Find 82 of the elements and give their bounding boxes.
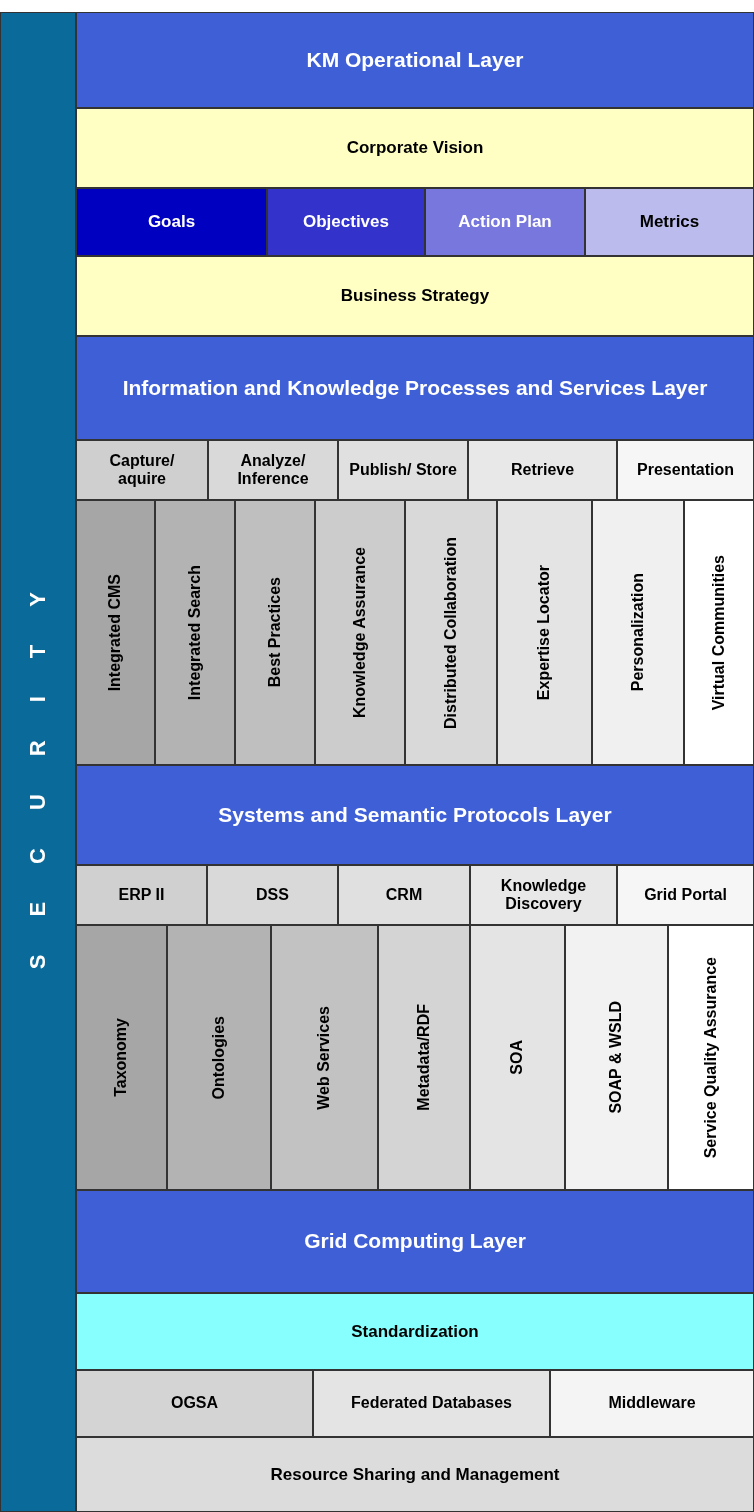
column-block [470, 925, 565, 1190]
item-label: Goals [147, 212, 196, 232]
item-block [338, 440, 468, 500]
item-label: Knowledge Assurance [350, 547, 369, 718]
item-block [76, 865, 207, 925]
item-block [76, 440, 208, 500]
item-label: Retrieve [510, 460, 575, 480]
item-label: Grid Portal [644, 885, 727, 905]
item-label: Integrated CMS [106, 573, 125, 692]
item-label: OGSA [170, 1394, 219, 1413]
column-block [592, 500, 684, 765]
item-block [470, 865, 617, 925]
item-block [585, 188, 754, 256]
item-block [617, 865, 754, 925]
item-label: Corporate Vision [346, 138, 484, 158]
item-label: Resource Sharing and Management [270, 1464, 560, 1485]
item-block [425, 188, 585, 256]
item-label: Metrics [639, 212, 700, 232]
item-label: CRM [385, 885, 423, 905]
column-block [405, 500, 497, 765]
layer-band [76, 1437, 754, 1512]
item-label: Metadata/RDF [414, 1004, 433, 1111]
layer-band [76, 336, 754, 440]
column-block [76, 925, 167, 1190]
item-label: Distributed Collaboration [441, 536, 460, 729]
item-label: Personalization [628, 573, 647, 692]
item-block [267, 188, 425, 256]
item-label: Business Strategy [340, 286, 490, 306]
item-block [76, 1370, 313, 1437]
item-label: Federated Databases [351, 1394, 512, 1413]
item-label: Web Services [315, 1005, 334, 1110]
column-block [668, 925, 754, 1190]
column-block [315, 500, 405, 765]
layer-band [76, 12, 754, 108]
item-label: Best Practices [265, 577, 284, 688]
item-block [617, 440, 754, 500]
layer-band [76, 1190, 754, 1293]
item-label: Action Plan [458, 212, 552, 232]
item-label: Analyze/ Inference [236, 451, 310, 489]
column-block [565, 925, 668, 1190]
column-block [684, 500, 754, 765]
layer-title: KM Operational Layer [306, 47, 524, 73]
column-block [76, 500, 155, 765]
layer-band [76, 108, 754, 188]
item-block [338, 865, 470, 925]
item-label: Publish/ Store [349, 460, 457, 480]
item-label: Expertise Locator [535, 564, 554, 701]
item-label: Service Quality Assurance [701, 956, 720, 1159]
column-block [497, 500, 592, 765]
column-block [155, 500, 235, 765]
item-label: Integrated Search [185, 564, 204, 701]
item-label: Knowledge Discovery [499, 876, 588, 914]
item-label: Ontologies [209, 1015, 228, 1100]
security-band [0, 12, 76, 1512]
item-block [207, 865, 338, 925]
item-label: Taxonomy [112, 1018, 131, 1097]
item-label: Presentation [637, 460, 734, 480]
layer-title: Grid Computing Layer [304, 1229, 526, 1254]
layer-band [76, 1293, 754, 1370]
item-label: Middleware [608, 1394, 696, 1413]
column-block [378, 925, 470, 1190]
item-label: Standardization [351, 1321, 479, 1342]
item-label: Objectives [303, 212, 389, 232]
item-label: SOA [508, 1040, 527, 1075]
layer-band [76, 256, 754, 336]
layer-title: Information and Knowledge Processes and Services Layer [122, 375, 708, 401]
column-block [235, 500, 315, 765]
item-label: DSS [256, 885, 289, 905]
layer-band [76, 765, 754, 865]
item-label: SOAP & WSLD [607, 1001, 626, 1114]
band-title: SECURITY [27, 554, 49, 970]
item-block [208, 440, 338, 500]
item-label: Capture/ aquire [108, 451, 176, 489]
layer-title: Systems and Semantic Protocols Layer [218, 802, 612, 828]
item-block [468, 440, 617, 500]
item-label: Virtual Communities [709, 554, 728, 711]
column-block [167, 925, 271, 1190]
item-label: ERP II [118, 885, 165, 905]
item-block [550, 1370, 754, 1437]
item-block [313, 1370, 550, 1437]
item-block [76, 188, 267, 256]
column-block [271, 925, 378, 1190]
